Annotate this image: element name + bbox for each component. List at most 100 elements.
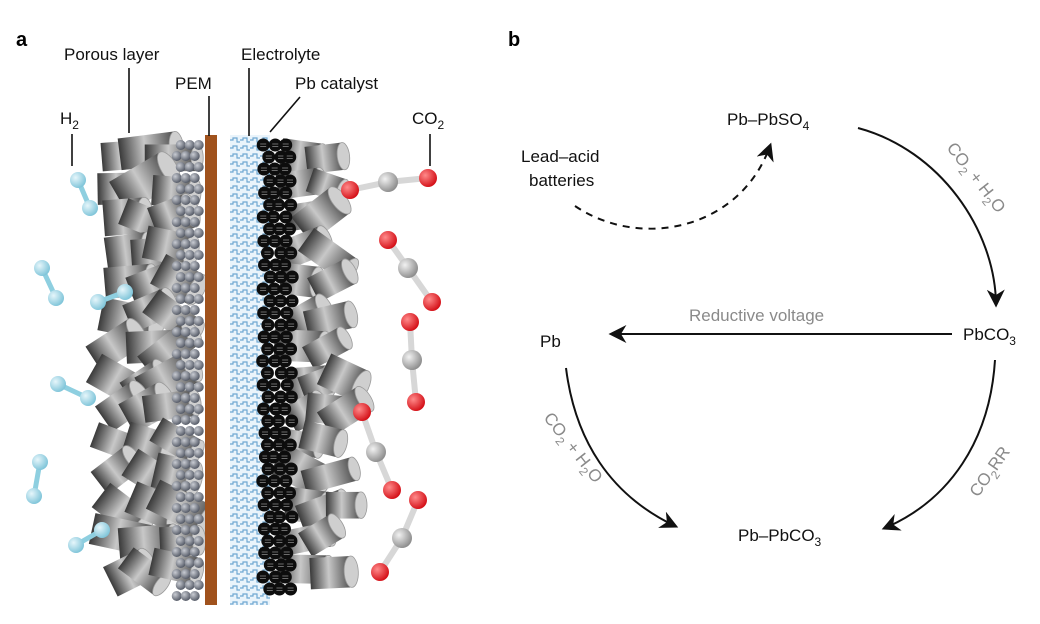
cylinder	[298, 513, 346, 557]
pb-catalyst-particles	[256, 138, 299, 596]
ionomer-particle	[184, 426, 195, 436]
pb-particle	[263, 510, 277, 524]
pb-particle-hatch	[272, 143, 279, 147]
cylinder	[307, 258, 359, 303]
pb-particle	[261, 462, 275, 476]
h-atom	[82, 200, 98, 216]
pb-particle	[268, 138, 282, 152]
pb-particle-hatch	[266, 203, 273, 207]
ionomer-particle	[175, 206, 186, 216]
pb-particle-hatch	[272, 527, 279, 531]
o-atom	[371, 563, 389, 581]
pb-particle	[256, 570, 270, 584]
ionomer-particle	[184, 448, 195, 458]
pb-particle	[257, 402, 271, 416]
pb-particle-hatch	[266, 179, 273, 183]
cylinder	[309, 555, 359, 590]
pb-particle	[284, 318, 298, 332]
pb-particle	[268, 234, 282, 248]
pb-particle	[272, 582, 286, 596]
pb-particle	[279, 474, 293, 488]
ionomer-particle	[175, 536, 186, 546]
pb-particle-hatch	[271, 311, 278, 315]
pb-particle-hatch	[271, 167, 278, 171]
ionomer-particle	[171, 481, 182, 491]
pb-particle	[271, 414, 285, 428]
ionomer-particle	[184, 558, 195, 568]
pb-particle	[257, 498, 271, 512]
pb-particle-hatch	[260, 167, 267, 171]
ionomer-particle	[193, 184, 204, 194]
ionomer-particle	[175, 404, 186, 414]
pb-particle	[280, 378, 294, 392]
ionomer-particles	[171, 140, 204, 601]
pb-particle	[273, 174, 287, 188]
pb-particle	[274, 390, 288, 404]
ionomer-particle	[193, 492, 204, 502]
edge-reductive-voltage: Reductive voltage	[689, 306, 824, 325]
pb-particle-hatch	[277, 251, 284, 255]
ionomer-particle	[171, 349, 182, 359]
cylinder	[298, 420, 349, 458]
pb-particle-hatch	[276, 491, 283, 495]
pb-particle-hatch	[264, 371, 271, 375]
pb-particle	[261, 534, 275, 548]
ionomer-particle	[189, 525, 200, 535]
pb-particle-hatch	[289, 299, 296, 303]
ionomer-particle	[171, 415, 182, 425]
arrow-lead-acid-recycling	[574, 142, 774, 230]
ionomer-particle	[180, 349, 191, 359]
pb-particle-hatch	[287, 539, 294, 543]
ionomer-particle	[184, 580, 195, 590]
pb-particle	[285, 510, 299, 524]
pb-particle	[269, 258, 283, 272]
cylinder	[302, 326, 353, 370]
ionomer-particle	[184, 162, 195, 172]
ionomer-particle	[175, 558, 186, 568]
pb-particle-hatch	[267, 563, 274, 567]
ionomer-particle	[189, 393, 200, 403]
pb-particle-hatch	[286, 227, 293, 231]
pb-particle-hatch	[282, 215, 289, 219]
ionomer-particle	[189, 327, 200, 337]
node-pb-pbco3: Pb–PbCO3	[738, 526, 822, 549]
o-atom	[419, 169, 437, 187]
pb-particle	[284, 462, 298, 476]
ionomer-particle	[189, 173, 200, 183]
pb-particle	[284, 582, 298, 596]
pb-particle-hatch	[261, 335, 268, 339]
pb-particle-hatch	[260, 311, 267, 315]
ionomer-particle	[189, 217, 200, 227]
cylinder	[300, 456, 361, 495]
pb-particle-hatch	[260, 239, 267, 243]
h2-label: H2	[60, 109, 79, 132]
ionomer-particle	[193, 470, 204, 480]
ionomer-particle	[189, 503, 200, 513]
ionomer-particle	[171, 217, 182, 227]
pb-particle	[258, 258, 272, 272]
ionomer-particle	[171, 151, 182, 161]
pb-particle	[261, 342, 275, 356]
ionomer-particle	[175, 272, 186, 282]
pb-particle-hatch	[282, 479, 289, 483]
ionomer-particle	[184, 250, 195, 260]
pb-particle	[278, 258, 292, 272]
h-atom	[70, 172, 86, 188]
pb-particle	[267, 330, 281, 344]
pb-particle-hatch	[267, 299, 274, 303]
pb-particle	[279, 186, 293, 200]
arrow-co2rr	[881, 359, 996, 531]
o-atom	[407, 393, 425, 411]
pb-particle	[283, 438, 297, 452]
pb-particle	[283, 222, 297, 236]
ionomer-particle	[193, 514, 204, 524]
ionomer-particle	[171, 195, 182, 205]
pb-particle	[266, 210, 280, 224]
pb-particle	[273, 486, 287, 500]
cylinder	[291, 186, 352, 243]
pb-particle	[278, 402, 292, 416]
pb-particle-hatch	[272, 503, 279, 507]
h-atom	[94, 522, 110, 538]
node-lead-acid-line1: Lead–acid	[521, 147, 599, 166]
pb-particle-hatch	[282, 287, 289, 291]
